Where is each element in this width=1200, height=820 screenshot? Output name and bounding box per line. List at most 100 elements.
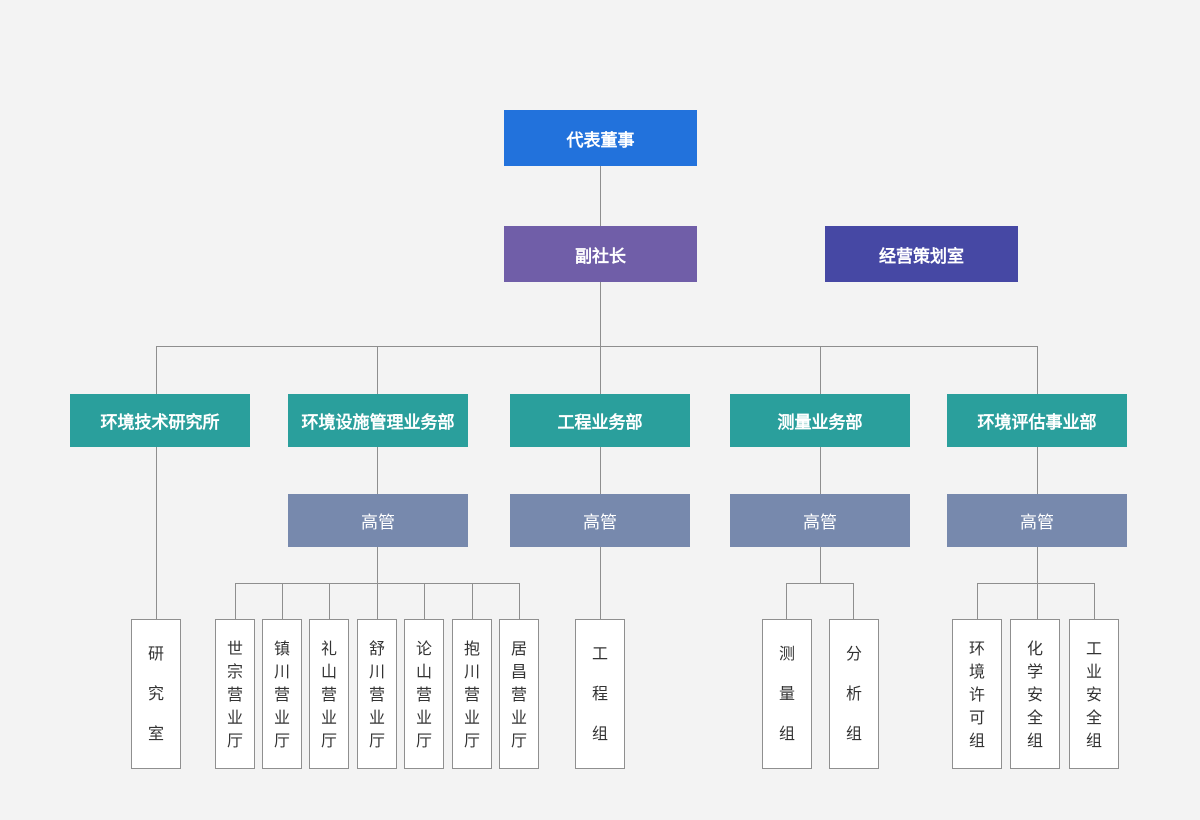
unit-char: 学 [1026,661,1043,681]
unit-char: 居 [510,638,527,658]
connector [377,583,378,619]
unit-char: 厅 [320,730,337,750]
department-label: 环境技术研究所 [100,413,220,433]
unit-node: 环 境 许 可 组 [952,619,1002,769]
connector [600,282,601,394]
connector [519,583,520,619]
manager-node: 高管 [510,494,690,547]
department-label: 工程业务部 [557,413,643,433]
unit-char: 量 [778,684,795,703]
unit-char: 组 [591,724,608,743]
unit-char: 工 [591,644,608,663]
unit-char: 厅 [510,730,527,750]
unit-char: 厅 [463,730,480,750]
unit-char: 环 [968,638,985,658]
connector [377,447,378,494]
unit-char: 世 [226,638,243,658]
unit-node: 舒 川 营 业 厅 [357,619,397,769]
unit-char: 川 [463,661,480,681]
connector [977,583,978,619]
unit-char: 组 [845,724,862,743]
unit-char: 厅 [368,730,385,750]
unit-char: 业 [463,707,480,727]
top-node: 代表董事 [504,110,697,166]
unit-char: 工 [1085,638,1102,658]
unit-char: 镇 [273,638,290,658]
unit-char: 厅 [273,730,290,750]
unit-char: 安 [1026,684,1043,704]
unit-node: 测 量 组 [762,619,812,769]
connector [156,447,157,620]
connector [600,447,601,494]
unit-node: 工 程 组 [575,619,625,769]
unit-char: 川 [368,661,385,681]
manager-label: 高管 [1020,513,1054,533]
unit-char: 营 [415,684,432,704]
connector [1037,346,1038,394]
unit-char: 厅 [226,730,243,750]
unit-node: 工 业 安 全 组 [1069,619,1119,769]
unit-char: 山 [415,661,432,681]
unit-char: 许 [968,684,985,704]
unit-char: 营 [226,684,243,704]
connector [853,583,854,619]
unit-node: 论 山 营 业 厅 [404,619,444,769]
unit-char: 测 [778,644,795,663]
connector [1037,447,1038,494]
connector [600,166,601,226]
planning-node: 经营策划室 [825,226,1018,282]
connector [820,447,821,494]
department-node: 工程业务部 [510,394,690,447]
vice-node: 副社长 [504,226,697,282]
connector [377,346,378,394]
unit-char: 析 [845,684,862,703]
connector [820,346,821,394]
unit-char: 组 [778,724,795,743]
manager-node: 高管 [288,494,468,547]
top-node-label: 代表董事 [566,130,635,151]
unit-char: 礼 [320,638,337,658]
connector [820,547,821,584]
unit-node: 化 学 安 全 组 [1010,619,1060,769]
unit-char: 分 [845,644,862,663]
vice-node-label: 副社长 [575,246,626,267]
unit-char: 可 [968,707,985,727]
unit-char: 全 [1085,707,1102,727]
unit-char: 昌 [510,661,527,681]
unit-char: 厅 [415,730,432,750]
unit-node: 抱 川 营 业 厅 [452,619,492,769]
unit-char: 程 [591,684,608,703]
connector [977,583,1095,584]
unit-char: 营 [510,684,527,704]
unit-char: 营 [273,684,290,704]
unit-char: 业 [1085,661,1102,681]
unit-char: 营 [320,684,337,704]
department-label: 环境设施管理业务部 [301,413,455,433]
unit-char: 室 [147,724,164,743]
unit-char: 山 [320,661,337,681]
unit-node: 研 究 室 [131,619,181,769]
unit-node: 礼 山 营 业 厅 [309,619,349,769]
unit-char: 安 [1085,684,1102,704]
department-node: 环境评估事业部 [947,394,1127,447]
unit-char: 业 [510,707,527,727]
unit-char: 论 [415,638,432,658]
unit-char: 营 [368,684,385,704]
unit-node: 居 昌 营 业 厅 [499,619,539,769]
unit-char: 业 [226,707,243,727]
planning-node-label: 经营策划室 [879,246,964,267]
department-node: 环境设施管理业务部 [288,394,468,447]
department-node: 测量业务部 [730,394,910,447]
unit-char: 全 [1026,707,1043,727]
manager-label: 高管 [361,513,395,533]
connector [600,547,601,620]
unit-char: 业 [415,707,432,727]
unit-char: 组 [968,730,985,750]
manager-label: 高管 [583,513,617,533]
unit-node: 镇 川 营 业 厅 [262,619,302,769]
unit-char: 研 [147,644,164,663]
unit-char: 营 [463,684,480,704]
connector [1037,547,1038,584]
connector [282,583,283,619]
unit-char: 业 [273,707,290,727]
